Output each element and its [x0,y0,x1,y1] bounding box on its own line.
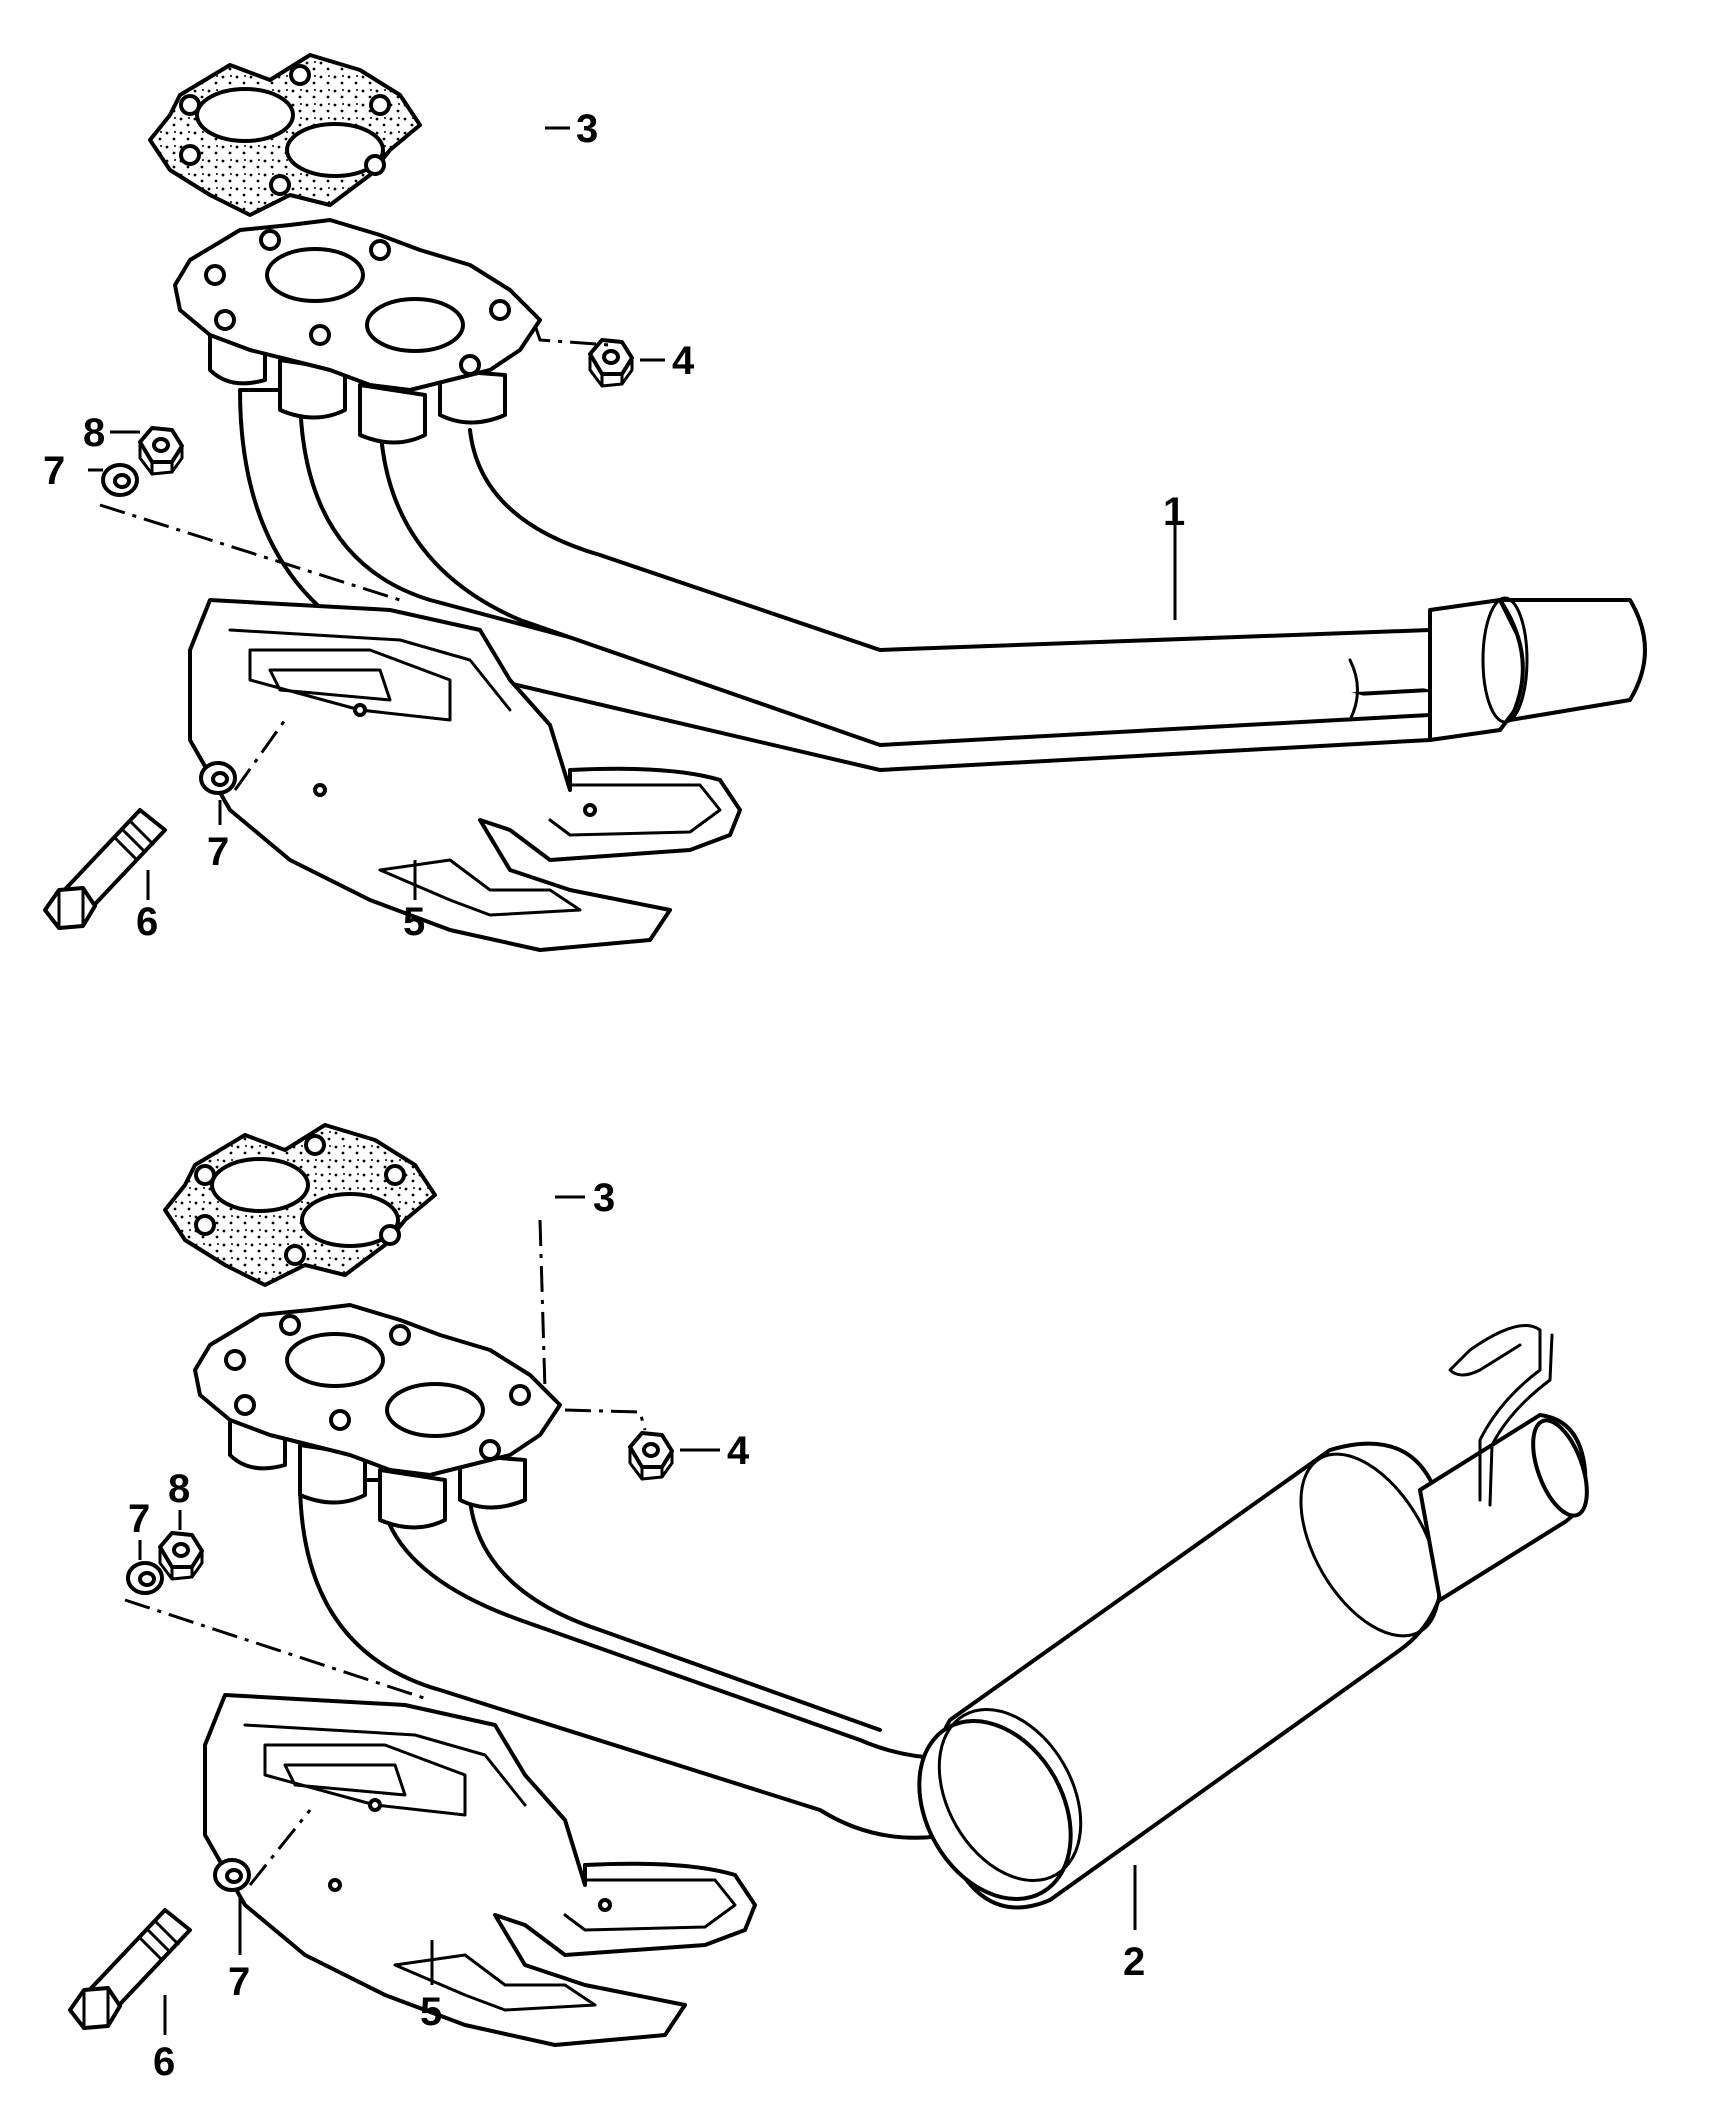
assembly-line [124,1598,431,1702]
bolt-washer[interactable] [199,761,237,795]
assembly-line [538,1219,547,1391]
callout-washer-bolt: 7 [228,1960,250,2004]
bottom-assembly: 2 3 4 8 7 7 6 5 [68,1123,1598,2084]
assembly-line [564,1408,647,1431]
callout-nut-flange: 4 [672,339,695,383]
callout-bolt: 6 [136,900,158,944]
callout-washer-stud: 7 [43,449,65,493]
assembly-line [233,719,287,791]
rear-muffler[interactable] [889,1324,1598,1927]
exhaust-front-pipe[interactable] [238,388,1647,772]
callout-muffler: 2 [1123,1940,1145,1984]
callout-nut-flange: 4 [727,1429,750,1473]
callout-washer-bolt: 7 [207,830,229,874]
callout-gasket: 3 [576,107,598,151]
exhaust-manifold-flange [173,218,542,445]
callout-bolt: 6 [153,2040,175,2084]
assembly-line [533,324,611,347]
stud-washer[interactable] [101,463,139,497]
callout-pipe: 1 [1163,490,1185,534]
gasket[interactable] [163,1123,437,1287]
callout-heat-shield: 5 [420,1990,442,2034]
flange-nut[interactable] [628,1431,674,1481]
stud-nut[interactable] [158,1531,204,1581]
gasket[interactable] [148,53,422,217]
callout-washer-stud: 7 [128,1497,150,1541]
bolt-washer[interactable] [213,1858,251,1892]
callout-nut-stud: 8 [83,411,105,455]
callout-gasket: 3 [593,1176,615,1220]
flange-nut[interactable] [588,338,634,388]
stud-nut[interactable] [138,426,184,476]
callout-heat-shield: 5 [403,900,425,944]
top-assembly: 1 3 4 8 7 7 6 5 [43,53,1647,952]
assembly-line [99,503,401,602]
stud-washer[interactable] [126,1561,164,1595]
hex-bolt[interactable] [68,1908,192,2030]
assembly-line [248,1809,312,1886]
callout-nut-stud: 8 [168,1467,190,1511]
